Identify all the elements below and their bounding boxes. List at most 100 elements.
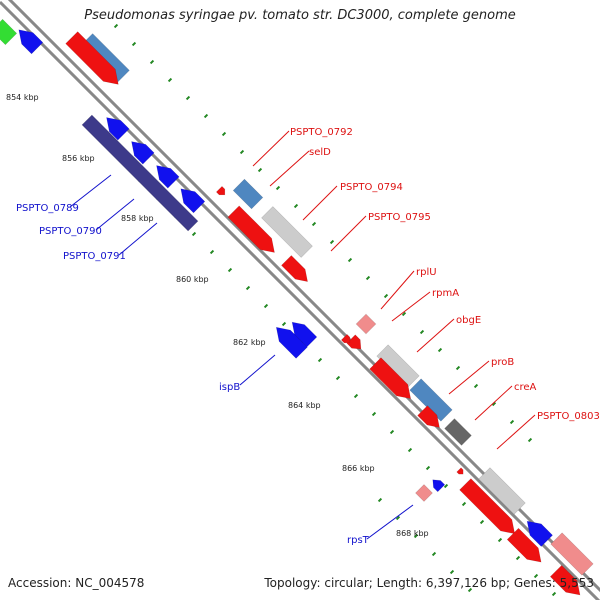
connector-forward-5 [391, 291, 431, 322]
label-pspto-0792[interactable]: PSPTO_0792 [290, 127, 353, 138]
label-obge[interactable]: obgE [456, 315, 481, 326]
connector-reverse-4 [366, 504, 414, 540]
feature-bottom-red2[interactable] [549, 564, 585, 600]
scale-dot-1 [479, 519, 485, 525]
feature-pspto-0795[interactable] [281, 255, 312, 286]
feature-ispb-2[interactable] [287, 317, 318, 348]
scale-dot-1 [371, 411, 377, 417]
label-pspto-0790[interactable]: PSPTO_0790 [39, 226, 102, 237]
feature-small-red-1[interactable] [215, 185, 227, 197]
scale-dot-0 [491, 401, 497, 407]
tick-864: 864 kbp [288, 401, 321, 410]
feature-seld[interactable] [261, 206, 313, 258]
label-pspto-0803[interactable]: PSPTO_0803 [537, 411, 600, 422]
scale-dot-0 [419, 329, 425, 335]
scale-dot-1 [317, 357, 323, 363]
scale-dot-1 [281, 321, 287, 327]
label-rpst[interactable]: rpsT [347, 535, 370, 546]
scale-dot-0 [383, 293, 389, 299]
scale-dot-1 [245, 285, 251, 291]
feature-track [0, 18, 594, 600]
label-rplu[interactable]: rplU [416, 267, 437, 278]
connector-reverse-3 [239, 354, 276, 386]
scale-dot-0 [185, 95, 191, 101]
feature-small-red-3[interactable] [456, 467, 465, 476]
feature-rplu[interactable] [355, 313, 377, 335]
label-pspto-0791[interactable]: PSPTO_0791 [63, 251, 126, 262]
feature-top-blue[interactable] [13, 24, 44, 55]
feature-top-red[interactable] [65, 31, 125, 91]
scale-dot-2 [449, 569, 455, 575]
tick-856: 856 kbp [62, 154, 95, 163]
scale-dot-0 [401, 311, 407, 317]
label-rpma[interactable]: rpmA [432, 288, 459, 299]
feature-rev-blue[interactable] [521, 515, 553, 547]
scale-dot-0 [149, 59, 155, 65]
tick-868: 868 kbp [396, 529, 429, 538]
label-pspto-0794[interactable]: PSPTO_0794 [340, 182, 403, 193]
feature-prob-red[interactable] [417, 405, 445, 433]
scale-dot-1 [191, 231, 197, 237]
tick-858: 858 kbp [121, 214, 154, 223]
scale-dot-2 [467, 587, 473, 593]
scale-dot-1 [425, 465, 431, 471]
scale-dots [113, 23, 557, 597]
scale-dot-1 [407, 447, 413, 453]
feature-bottom-rna[interactable] [550, 532, 594, 576]
feature-bottom-red[interactable] [506, 527, 547, 568]
scale-dot-0 [131, 41, 137, 47]
feature-obge-red[interactable] [369, 357, 417, 405]
scale-dot-0 [365, 275, 371, 281]
scale-dot-0 [113, 23, 119, 29]
feature-rpst-pink[interactable] [415, 484, 433, 502]
scale-dot-0 [221, 131, 227, 137]
feature-small-red-2[interactable] [340, 333, 352, 345]
label-seld[interactable]: selD [309, 147, 331, 158]
connector-forward-3 [330, 215, 367, 252]
label-pspto-0795[interactable]: PSPTO_0795 [368, 212, 431, 223]
label-prob[interactable]: proB [491, 357, 514, 368]
scale-dot-1 [263, 303, 269, 309]
tick-854: 854 kbp [6, 93, 39, 102]
scale-dot-1 [515, 555, 521, 561]
connector-reverse-1 [95, 198, 135, 231]
connector-forward-7 [448, 360, 490, 395]
scale-dot-0 [509, 419, 515, 425]
scale-dot-2 [431, 551, 437, 557]
genome-summary-text: Topology: circular; Length: 6,397,126 bp… [264, 576, 594, 590]
feature-rpst-blue[interactable] [429, 476, 446, 493]
tick-860: 860 kbp [176, 275, 209, 284]
feature-crea-red[interactable] [459, 478, 521, 540]
feature-pspto-0792[interactable] [232, 178, 264, 210]
label-ispb[interactable]: ispB [219, 382, 240, 393]
scale-dot-0 [239, 149, 245, 155]
feature-purple[interactable] [81, 114, 199, 232]
feature-prob[interactable] [409, 378, 453, 422]
connector-forward-9 [496, 414, 536, 450]
label-connectors [69, 130, 536, 540]
feature-ispb-1[interactable] [271, 322, 308, 359]
tick-862: 862 kbp [233, 338, 266, 347]
label-crea[interactable]: creA [514, 382, 537, 393]
scale-dot-0 [527, 437, 533, 443]
accession-text: Accession: NC_004578 [8, 576, 145, 590]
feature-crea[interactable] [444, 418, 472, 446]
feature-pspto-0791b[interactable] [175, 183, 206, 214]
feature-green[interactable] [0, 18, 18, 46]
scale-dot-0 [455, 365, 461, 371]
scale-dot-2 [413, 533, 419, 539]
tick-866: 866 kbp [342, 464, 375, 473]
feature-pspto-0803[interactable] [478, 467, 526, 515]
scale-dot-2 [395, 515, 401, 521]
feature-pspto-0791[interactable] [151, 160, 180, 189]
scale-dot-1 [209, 249, 215, 255]
label-pspto-0789[interactable]: PSPTO_0789 [16, 203, 79, 214]
scale-dot-1 [533, 573, 539, 579]
feature-pspto-0790[interactable] [126, 136, 155, 165]
feature-pspto-0794[interactable] [227, 205, 280, 258]
feature-pspto-0789[interactable] [101, 112, 130, 141]
scale-dot-0 [311, 221, 317, 227]
scale-dot-1 [443, 483, 449, 489]
